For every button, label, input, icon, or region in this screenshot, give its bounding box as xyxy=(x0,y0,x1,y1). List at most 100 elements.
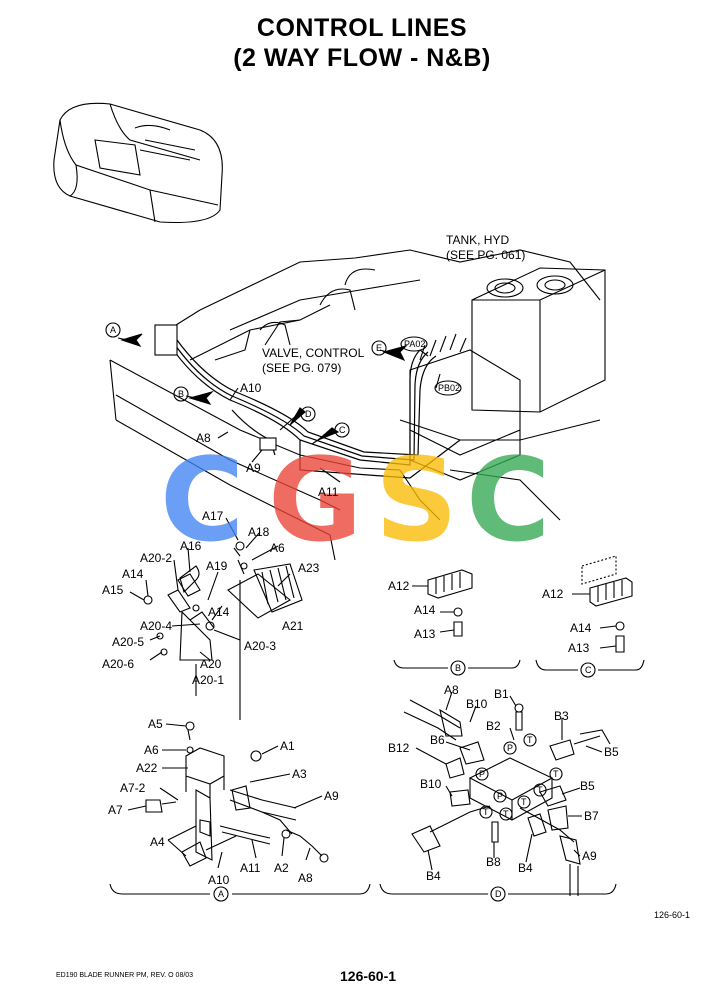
valve-callout-line1: VALVE, CONTROL xyxy=(262,346,365,360)
view-label-a: A xyxy=(218,889,224,899)
port-mark-t: T xyxy=(503,809,509,819)
group-c-assembly xyxy=(581,555,633,653)
label-a1: A1 xyxy=(280,739,295,753)
label-a21: A21 xyxy=(282,619,304,633)
label-a12-group-b: A12 xyxy=(388,579,410,593)
group-d-leaders xyxy=(415,691,603,871)
hydraulic-tank xyxy=(471,267,606,413)
label-a5: A5 xyxy=(148,717,163,731)
group-d-brace xyxy=(379,883,617,895)
label-a17: A17 xyxy=(202,509,224,523)
port-mark-t: T xyxy=(483,807,489,817)
label-a20-6: A20-6 xyxy=(102,657,134,671)
view-a-circle xyxy=(213,886,229,902)
label-a14-group-b: A14 xyxy=(414,603,436,617)
label-b3: B3 xyxy=(554,709,569,723)
watermark: C G S C xyxy=(160,434,550,568)
rubber-boot xyxy=(253,563,303,613)
footer-manual-title: ED190 BLADE RUNNER PM, REV. O 08/03 xyxy=(56,972,194,979)
label-b4-b: B4 xyxy=(518,861,533,875)
port-pb02: PB02 xyxy=(438,383,460,393)
control-lever-grip xyxy=(179,565,200,594)
tank-callout-line1: TANK, HYD xyxy=(446,233,509,247)
label-a9-group-d: A9 xyxy=(582,849,597,863)
label-b10-a: B10 xyxy=(466,697,488,711)
view-marker-circles xyxy=(105,322,387,438)
view-c-circle xyxy=(580,662,596,678)
view-marker-e: E xyxy=(376,343,382,353)
label-a18: A18 xyxy=(248,525,270,539)
pilot-hose-routing xyxy=(159,329,461,479)
label-b8: B8 xyxy=(486,855,501,869)
group-c-brace xyxy=(535,659,645,671)
label-a9-group-a: A9 xyxy=(324,789,339,803)
valve-callout-line2: (SEE PG. 079) xyxy=(262,361,341,375)
label-a8-group-a: A8 xyxy=(298,871,313,885)
view-label-d: D xyxy=(495,889,502,899)
pilot-handle-connector xyxy=(154,324,178,356)
label-b10-b: B10 xyxy=(420,777,442,791)
label-a6-bracket: A6 xyxy=(270,541,285,555)
port-mark-circles xyxy=(475,733,563,821)
label-a10-main: A10 xyxy=(240,381,262,395)
label-b4-a: B4 xyxy=(426,869,441,883)
label-b1: B1 xyxy=(494,687,509,701)
label-a20-1: A20-1 xyxy=(192,673,224,687)
group-b-leaders xyxy=(412,585,455,633)
group-c-leaders xyxy=(572,593,617,649)
port-mark-t: T xyxy=(527,735,533,745)
label-a20-3: A20-3 xyxy=(244,639,276,653)
view-d-circle xyxy=(490,886,506,902)
label-b7: B7 xyxy=(584,809,599,823)
page-title: CONTROL LINES xyxy=(256,14,468,42)
label-a8-main: A8 xyxy=(196,431,211,445)
label-a14-bracket-a: A14 xyxy=(122,567,144,581)
label-a2: A2 xyxy=(274,861,289,875)
view-b-circle xyxy=(450,660,466,676)
label-a15: A15 xyxy=(102,583,124,597)
label-a3: A3 xyxy=(292,767,307,781)
label-a20-5: A20-5 xyxy=(112,635,144,649)
label-a6-group-a: A6 xyxy=(144,743,159,757)
bracket-leaders xyxy=(129,517,291,661)
port-tags xyxy=(400,336,462,396)
label-a14-group-c: A14 xyxy=(570,621,592,635)
view-marker-a: A xyxy=(110,325,116,335)
leader-lines-main xyxy=(217,349,441,483)
label-a19: A19 xyxy=(206,559,228,573)
label-b12: B12 xyxy=(388,741,410,755)
page-subtitle: (2 WAY FLOW - N&B) xyxy=(233,44,491,72)
group-a-assembly xyxy=(145,721,329,867)
label-a22: A22 xyxy=(136,761,158,775)
label-a23: A23 xyxy=(298,561,320,575)
label-b2: B2 xyxy=(486,719,501,733)
view-label-b: B xyxy=(455,663,461,673)
bracket-mount-lines xyxy=(195,580,241,720)
watermark-letter: C xyxy=(160,434,244,568)
footer-page-number: 126-60-1 xyxy=(340,968,397,984)
watermark-letter: G xyxy=(268,434,362,568)
view-marker-c: C xyxy=(339,425,346,435)
view-marker-b: B xyxy=(178,389,184,399)
label-b5-b: B5 xyxy=(580,779,595,793)
port-mark-p: P xyxy=(479,769,485,779)
label-b6: B6 xyxy=(430,733,445,747)
page-reference: 126-60-1 xyxy=(654,910,691,920)
port-mark-p: P xyxy=(497,791,503,801)
label-a13-group-c: A13 xyxy=(568,641,590,655)
label-a16: A16 xyxy=(180,539,202,553)
label-a14-bracket-b: A14 xyxy=(208,605,230,619)
port-mark-t: T xyxy=(553,769,559,779)
port-mark-t: T xyxy=(537,785,543,795)
machine-locator-thumbnail xyxy=(53,102,223,223)
label-a20: A20 xyxy=(200,657,222,671)
label-a8-group-d: A8 xyxy=(444,683,459,697)
label-a20-4: A20-4 xyxy=(140,619,172,633)
label-a10-group-a: A10 xyxy=(208,873,230,887)
label-a9-main: A9 xyxy=(246,461,261,475)
label-a12-group-c: A12 xyxy=(542,587,564,601)
group-a-leaders xyxy=(127,723,323,869)
arrow-shafts xyxy=(117,337,403,445)
view-label-c: C xyxy=(585,665,592,675)
